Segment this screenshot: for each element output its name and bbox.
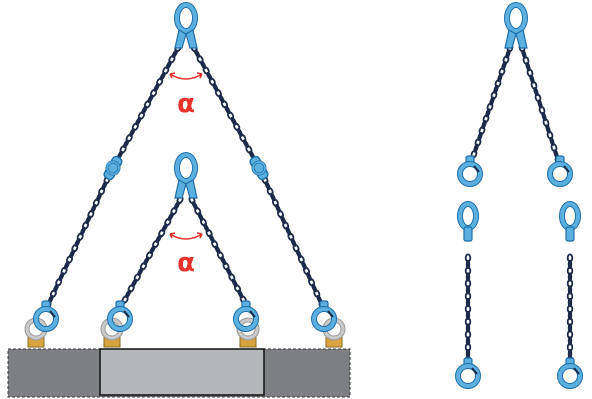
master-link-outer [174,2,198,49]
alpha-label-outer: α [177,89,195,119]
chain-legs [44,43,574,365]
hook-two-leg-left [457,155,483,187]
hook-outer-right [311,300,337,332]
fittings [33,2,583,389]
hook-single-a [455,357,481,389]
chain-single-leg-b [566,253,574,365]
load-block [7,348,351,398]
chain-outer-upper-left [116,43,182,160]
master-link-inner [174,152,198,199]
master-link-single-a [457,201,479,242]
chain-outer-lower-left [44,175,111,310]
lifting-eyes [24,317,346,348]
hook-inner-right [233,300,259,332]
chain-single-leg-a [464,253,472,365]
hook-outer-left [33,300,59,332]
master-link-two-leg [504,2,528,49]
chain-two-leg-left [469,43,514,165]
alpha-label-inner: α [177,248,195,278]
chain-two-leg-right [518,43,562,165]
angle-mark-inner: α [169,232,203,278]
shortener-left [103,155,123,181]
load-center-panel [99,348,265,396]
hook-two-leg-right [547,155,573,187]
chain-outer-upper-right [190,43,256,160]
chain-outer-lower-right [261,175,326,310]
angle-mark-outer: α [169,72,203,119]
chain-inner-right [188,195,250,310]
shortener-right [249,155,269,181]
chain-inner-left [118,195,184,310]
hook-inner-left [107,300,133,332]
master-link-single-b [559,201,581,242]
hook-single-b [557,357,583,389]
